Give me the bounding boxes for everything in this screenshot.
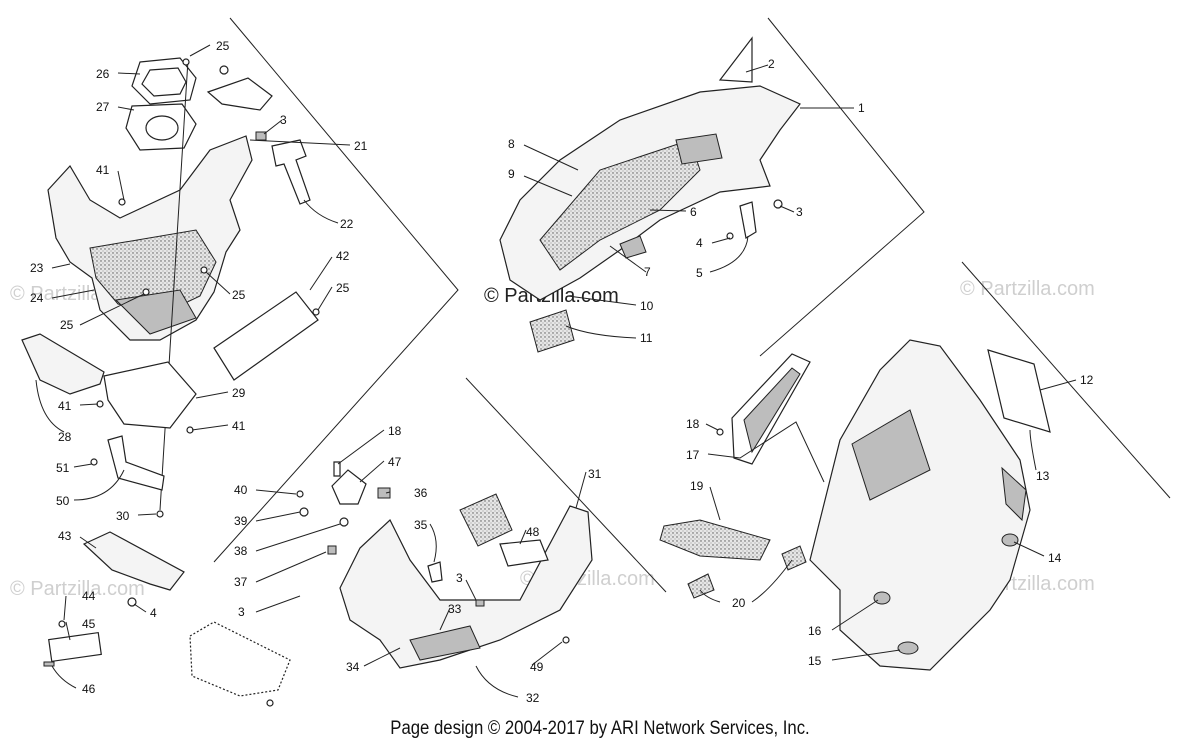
assembly-12-side-panel: 12 13 14 18 17 19 20 16 15 xyxy=(659,261,1171,671)
label-30: 30 xyxy=(116,509,130,523)
label-25-top: 25 xyxy=(216,39,230,53)
label-47: 47 xyxy=(388,455,402,469)
label-28: 28 xyxy=(58,430,72,444)
label-33: 33 xyxy=(448,602,462,616)
label-25-left: 25 xyxy=(60,318,74,332)
label-17: 17 xyxy=(686,448,700,462)
label-31: 31 xyxy=(588,467,602,481)
label-41-top: 41 xyxy=(96,163,110,177)
label-18-right: 18 xyxy=(686,417,700,431)
page-footer-copyright: Page design © 2004-2017 by ARI Network S… xyxy=(390,718,810,739)
label-22: 22 xyxy=(340,217,354,231)
label-23: 23 xyxy=(30,261,44,275)
label-24: 24 xyxy=(30,291,44,305)
label-38: 38 xyxy=(234,544,248,558)
label-39: 39 xyxy=(234,514,248,528)
label-14: 14 xyxy=(1048,551,1062,565)
label-46: 46 xyxy=(82,682,96,696)
label-36: 36 xyxy=(414,486,428,500)
label-8: 8 xyxy=(508,137,515,151)
assembly-31-lower-console: 18 47 31 40 36 39 35 48 38 37 3 3 33 34 … xyxy=(189,377,667,707)
label-3-upper: 3 xyxy=(796,205,803,219)
label-43: 43 xyxy=(58,529,72,543)
label-6: 6 xyxy=(690,205,697,219)
label-3-lower: 3 xyxy=(238,605,245,619)
label-4-left: 4 xyxy=(150,606,157,620)
label-16: 16 xyxy=(808,624,822,638)
label-45: 45 xyxy=(82,617,96,631)
label-40: 40 xyxy=(234,483,248,497)
label-12: 12 xyxy=(1080,373,1094,387)
watermark-right: © Partzilla.com xyxy=(960,278,1095,300)
label-48: 48 xyxy=(526,525,540,539)
label-7: 7 xyxy=(644,265,651,279)
watermark-bottom-left: © Partzilla.com xyxy=(10,578,145,600)
label-13: 13 xyxy=(1036,469,1050,483)
label-10: 10 xyxy=(640,299,654,313)
label-41-right: 41 xyxy=(232,419,246,433)
assembly-1-hood: 2 1 8 9 6 3 4 5 7 10 11 xyxy=(499,17,925,357)
label-19: 19 xyxy=(690,479,704,493)
label-34: 34 xyxy=(346,660,360,674)
label-42: 42 xyxy=(336,249,350,263)
label-50: 50 xyxy=(56,494,70,508)
label-3-left: 3 xyxy=(280,113,287,127)
label-18-center: 18 xyxy=(388,424,402,438)
label-49: 49 xyxy=(530,660,544,674)
label-1: 1 xyxy=(858,101,865,115)
label-25-mid: 25 xyxy=(232,288,246,302)
label-3-center: 3 xyxy=(456,571,463,585)
label-2: 2 xyxy=(768,57,775,71)
label-21: 21 xyxy=(354,139,368,153)
label-20: 20 xyxy=(732,596,746,610)
watermark-main: © Partzilla.com xyxy=(484,285,619,307)
label-51: 51 xyxy=(56,461,70,475)
label-25-right: 25 xyxy=(336,281,350,295)
label-37: 37 xyxy=(234,575,248,589)
label-44: 44 xyxy=(82,589,96,603)
label-26: 26 xyxy=(96,67,110,81)
label-9: 9 xyxy=(508,167,515,181)
label-4-upper: 4 xyxy=(696,236,703,250)
label-15: 15 xyxy=(808,654,822,668)
label-41-left: 41 xyxy=(58,399,72,413)
assembly-21-console: 25 26 27 3 21 41 22 23 24 42 25 25 25 29… xyxy=(21,17,459,696)
label-29: 29 xyxy=(232,386,246,400)
label-11: 11 xyxy=(640,331,653,345)
label-5: 5 xyxy=(696,266,703,280)
label-27: 27 xyxy=(96,100,110,114)
label-35: 35 xyxy=(414,518,428,532)
label-32: 32 xyxy=(526,691,540,705)
